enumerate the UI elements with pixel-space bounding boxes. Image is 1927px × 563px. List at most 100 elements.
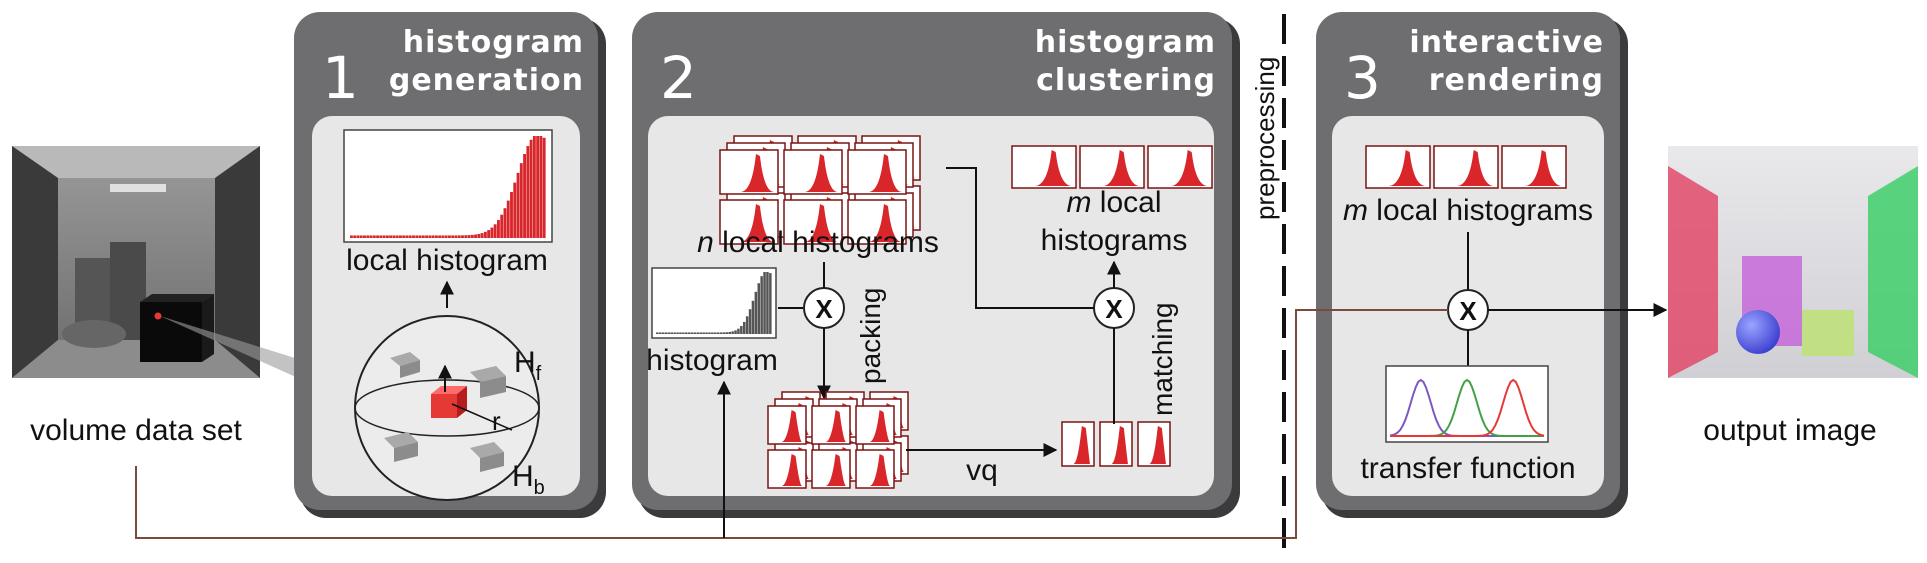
histogram-bar [690, 332, 694, 334]
n-local-histograms-stack [719, 135, 921, 245]
vq-codebook [1061, 421, 1171, 467]
render-operator-symbol: X [1459, 296, 1477, 326]
histogram-bar [399, 235, 402, 238]
histogram-bar [679, 332, 682, 334]
histogram-bar [497, 220, 500, 238]
histogram-bar [487, 230, 491, 238]
render-operator: X [1447, 289, 1489, 331]
histogram-bar [676, 332, 679, 334]
m-local-histograms-row-stage3 [1365, 145, 1567, 189]
matching-label: matching [1147, 302, 1178, 416]
stage2-number: 2 [660, 44, 697, 112]
stage1-local-histogram-plot [343, 129, 553, 243]
global-histogram-label: histogram [646, 344, 778, 377]
histogram-bar [716, 332, 720, 334]
histogram-bar [382, 235, 386, 238]
histogram-bar [350, 235, 353, 238]
stage2-title-line1: histogram [1035, 25, 1216, 60]
histogram-bar [532, 136, 536, 238]
histogram-bar [353, 235, 357, 238]
histogram-bar [363, 235, 366, 238]
stage1-title-line2: generation [389, 63, 584, 98]
m-local-histograms-label-stage3: m local histograms [1343, 194, 1593, 227]
histogram-bar [523, 154, 526, 238]
histogram-bar [503, 208, 507, 238]
histogram-bar [745, 316, 749, 334]
histogram-bar [513, 182, 517, 238]
histogram-bar [395, 235, 399, 238]
volume-data-label: volume data set [30, 414, 242, 447]
histogram-bar [359, 235, 363, 238]
histogram-bar [702, 332, 705, 334]
histogram-bar [722, 332, 726, 334]
histogram-bar [542, 137, 546, 238]
histogram-bar [529, 139, 533, 238]
histogram-bar [667, 332, 671, 334]
histogram-bar [448, 235, 451, 238]
histogram-bar [664, 332, 668, 334]
histogram-bar [658, 332, 662, 334]
histogram-bar [434, 235, 438, 238]
volume-data-image [12, 146, 260, 378]
histogram-bar [687, 332, 691, 334]
stage3-number: 3 [1344, 44, 1381, 112]
stage1-number: 1 [322, 44, 359, 112]
histogram-bar [506, 200, 510, 238]
histogram-bar [714, 332, 717, 334]
histogram-bar [402, 235, 406, 238]
r-label: r [492, 406, 501, 436]
output-image-label: output image [1703, 414, 1876, 447]
histogram-bar [711, 332, 714, 334]
packing-label: packing [855, 287, 886, 384]
histogram-bar [740, 325, 743, 334]
histogram-bar [536, 136, 540, 238]
packing-operator-symbol: X [815, 294, 833, 324]
histogram-bar [457, 235, 461, 238]
histogram-bar [539, 136, 543, 238]
histogram-bar [441, 235, 445, 238]
histogram-bar [405, 235, 409, 238]
histogram-bar [699, 332, 702, 334]
histogram-bar [685, 332, 688, 334]
histogram-bar [408, 235, 412, 238]
neighborhood-sphere [354, 315, 540, 501]
histogram-bar [516, 172, 520, 238]
stage2-title-line2: clustering [1036, 63, 1216, 98]
histogram-bar [477, 233, 481, 238]
data-flow-line [135, 309, 1448, 539]
matching-operator-symbol: X [1105, 294, 1123, 324]
histogram-bar [500, 214, 504, 238]
histogram-bar [693, 332, 697, 334]
histogram-bar [474, 234, 477, 238]
m-local-label-stage2: m local [1066, 186, 1161, 219]
histogram-bar [719, 332, 723, 334]
histogram-bar [731, 331, 734, 334]
histogram-bar [415, 235, 419, 238]
histogram-bar [760, 276, 763, 334]
transfer-function-curve [1390, 378, 1545, 437]
hb-label: Hb [512, 460, 545, 499]
histogram-bar [673, 332, 676, 334]
histogram-bar [431, 235, 435, 238]
histogram-bar [376, 235, 379, 238]
histogram-bar [418, 235, 422, 238]
histogram-bar [454, 235, 458, 238]
histogram-bar [385, 235, 389, 238]
transfer-function-label: transfer function [1360, 452, 1575, 485]
histogram-bar [737, 328, 740, 334]
histogram-bar [763, 272, 766, 334]
histogram-bar [708, 332, 711, 334]
histogram-bar [389, 235, 393, 238]
histogram-bar [392, 235, 396, 238]
n-local-histograms-label: n local histograms [697, 226, 939, 259]
histogram-bar [734, 330, 737, 334]
m-histograms-label-stage2: histograms [1041, 224, 1188, 257]
histogram-bar [461, 235, 464, 238]
stage3-title-line1: interactive [1409, 25, 1604, 60]
histogram-bar [696, 332, 700, 334]
histogram-bar [766, 272, 769, 334]
stage1-local-histogram-label: local histogram [346, 244, 548, 277]
histogram-bar [519, 163, 523, 238]
histogram-bar [754, 291, 758, 334]
